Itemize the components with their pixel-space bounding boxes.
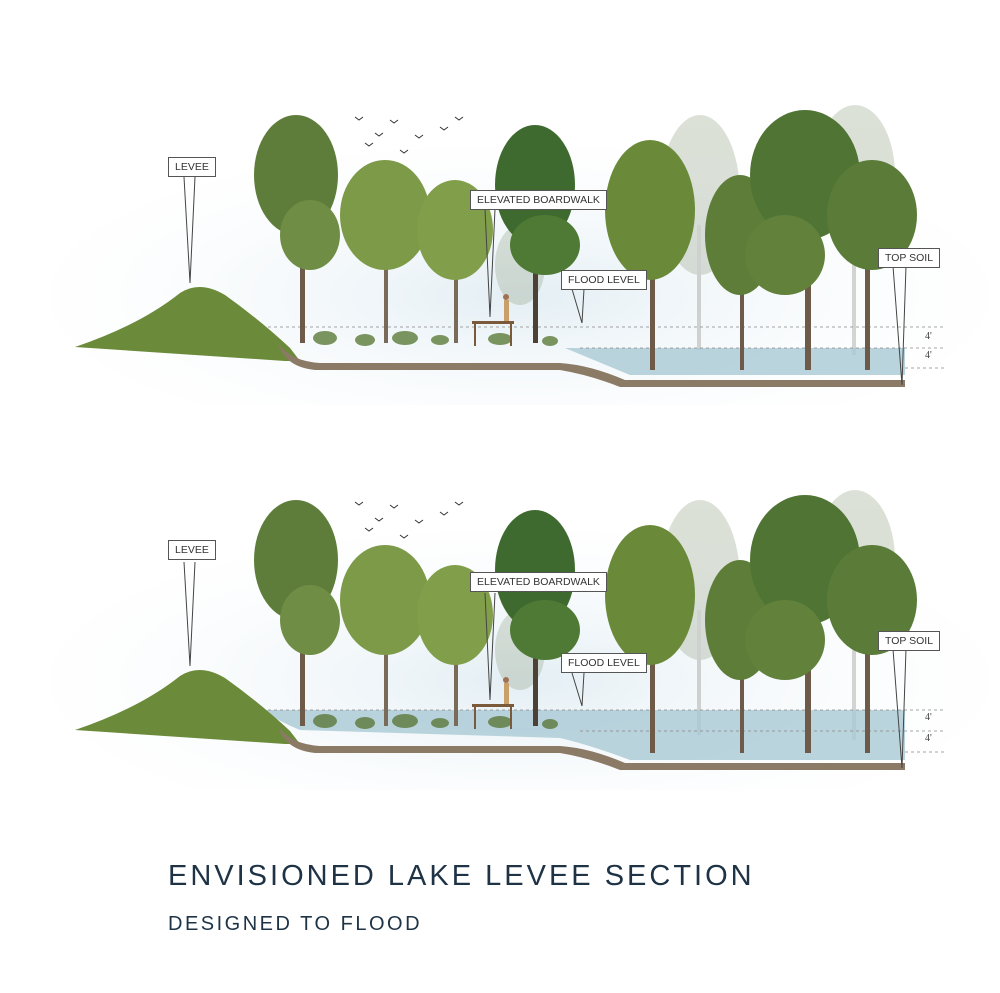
levee-mound (75, 286, 300, 361)
callout-leaders (183, 176, 907, 386)
section-drawing (50, 490, 990, 790)
shrubs (313, 714, 558, 729)
top-soil-label: TOP SOIL (878, 248, 941, 268)
page-subtitle: DESIGNED TO FLOOD (168, 913, 423, 935)
birds (354, 501, 464, 539)
levee-mound (75, 669, 300, 744)
flood-level-label: FLOOD LEVEL (561, 270, 647, 290)
ground-soil (278, 343, 905, 387)
trees (254, 495, 917, 753)
section-normal: LEVEE ELEVATED BOARDWALK FLOOD LEVEL TOP… (0, 105, 1000, 405)
callout-leaders (183, 561, 907, 769)
section-drawing (50, 105, 990, 405)
flood-water (262, 710, 905, 760)
top-soil-label: TOP SOIL (878, 631, 941, 651)
flood-level-label: FLOOD LEVEL (561, 653, 647, 673)
boardwalk (472, 677, 514, 729)
section-flooded: LEVEE ELEVATED BOARDWALK FLOOD LEVEL TOP… (0, 490, 1000, 790)
levee-label: LEVEE (168, 540, 216, 560)
dimension-lower: 4' (925, 350, 932, 361)
page-title: ENVISIONED LAKE LEVEE SECTION (168, 860, 755, 892)
shrubs (313, 331, 558, 346)
birds (354, 116, 464, 154)
levee-label: LEVEE (168, 157, 216, 177)
boardwalk-label: ELEVATED BOARDWALK (470, 190, 607, 210)
boardwalk-label: ELEVATED BOARDWALK (470, 572, 607, 592)
ground-soil (278, 726, 905, 770)
dimension-lower: 4' (925, 733, 932, 744)
dimension-upper: 4' (925, 331, 932, 342)
boardwalk (472, 294, 514, 346)
dimension-upper: 4' (925, 712, 932, 723)
